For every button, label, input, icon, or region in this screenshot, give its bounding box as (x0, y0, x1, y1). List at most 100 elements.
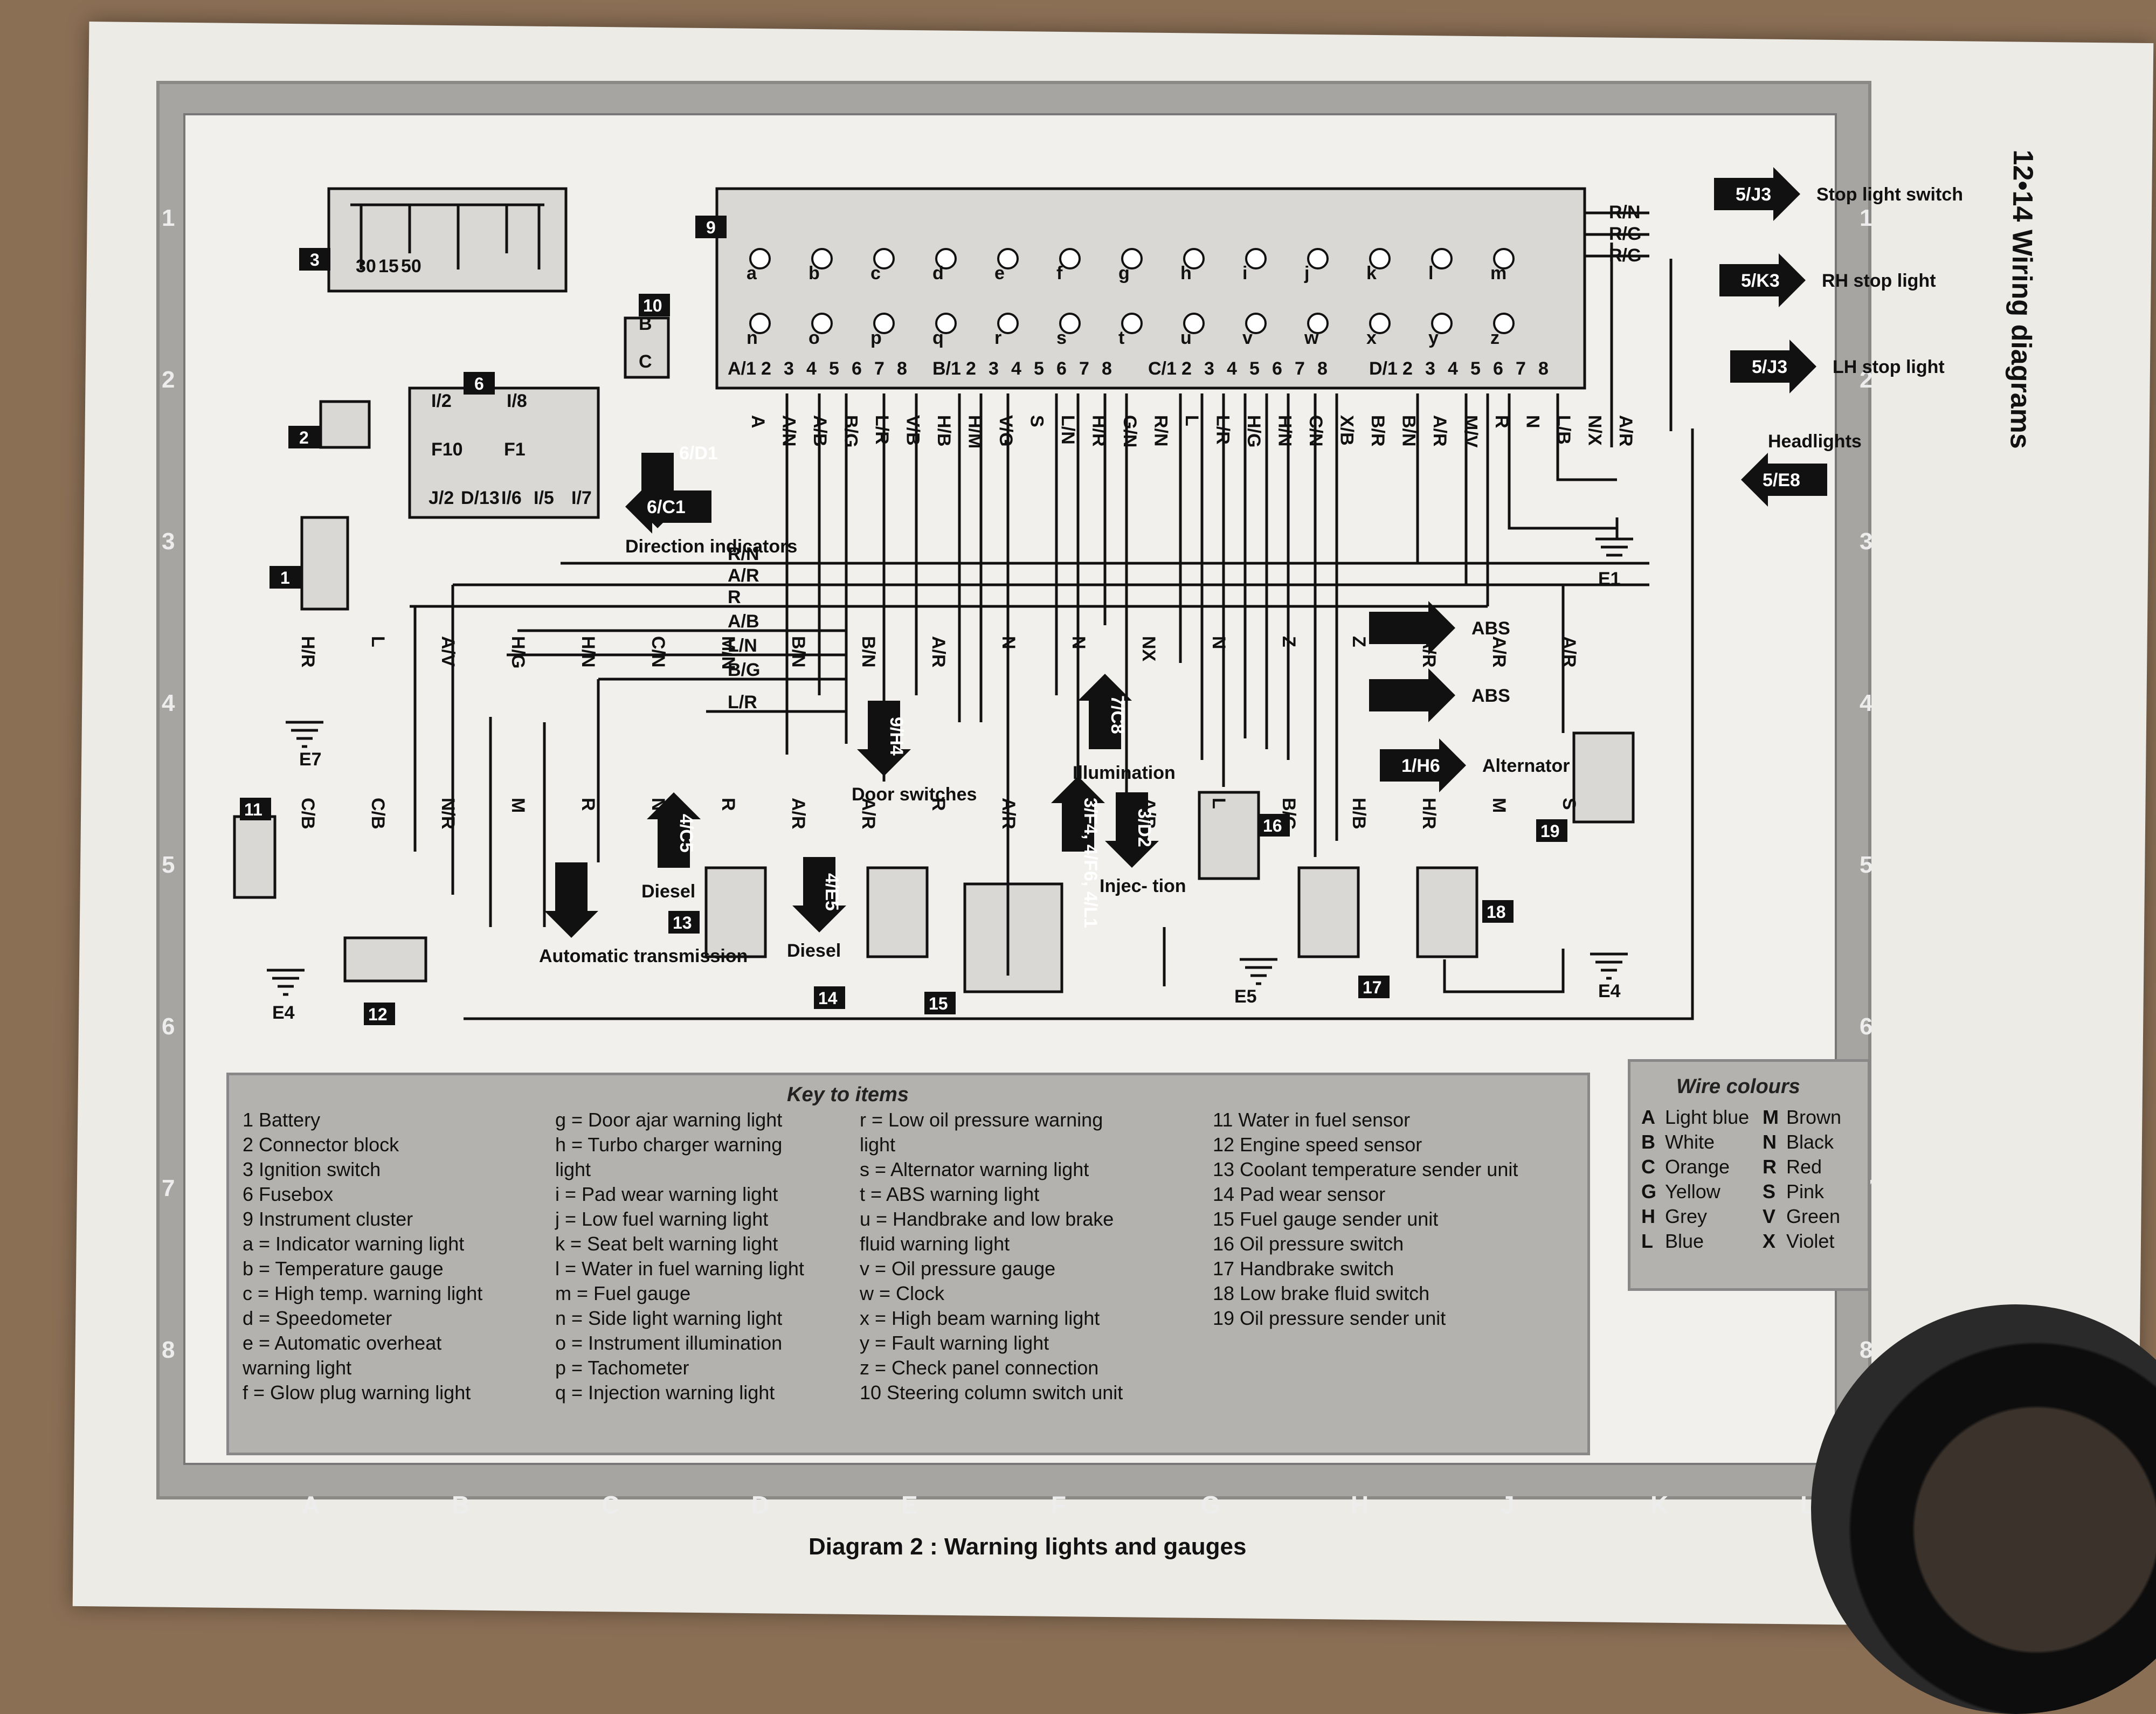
key-entry: d = Speedometer (243, 1307, 392, 1329)
item-number: 13 (673, 913, 692, 932)
instrument-cluster-body (715, 187, 1586, 390)
cluster-element-letter: p (870, 328, 882, 348)
item-number: 2 (299, 428, 309, 447)
cluster-pin-wire-label: L/R (1213, 415, 1233, 445)
cluster-element-letter: f (1056, 263, 1063, 284)
cluster-pin-wire-label: A/R (1615, 415, 1636, 447)
callout-text: Diesel (641, 881, 695, 902)
cluster-pin-number: 5 (829, 358, 839, 379)
cluster-pin-number: 4 (1011, 358, 1021, 379)
column-wire-label: N/R (438, 798, 458, 830)
grid-row-label: 8 (1860, 1337, 1873, 1363)
key-entry: r = Low oil pressure warning (860, 1109, 1103, 1131)
cluster-element: c (870, 248, 895, 284)
cluster-element-letter: s (1056, 328, 1067, 348)
cluster-element-letter: x (1366, 328, 1377, 348)
wire-colour-name: Grey (1665, 1205, 1708, 1227)
key-entry: light (555, 1158, 591, 1180)
item-number-badge: 3 (299, 248, 330, 271)
wire-colour-name: Orange (1665, 1156, 1730, 1178)
cluster-pin-number: 4 (1448, 358, 1458, 379)
wire-colour-name: White (1665, 1131, 1715, 1153)
harness-wire-label: L/R (728, 692, 757, 713)
item-number: 19 (1540, 821, 1560, 841)
cluster-pin-wire-label: G/N (1120, 415, 1140, 447)
key-entry: b = Temperature gauge (243, 1257, 444, 1280)
harness-wire-label: B/G (728, 660, 760, 680)
item-number-badge: 11 (240, 798, 271, 820)
callout-text: Diesel (787, 941, 841, 961)
wire-colour-name: Red (1786, 1156, 1822, 1178)
grid-row-label: 7 (162, 1175, 175, 1201)
brake-fluid-switch-body (1416, 866, 1478, 958)
cluster-element: q (932, 313, 957, 348)
grid-column-label: F (1051, 1491, 1067, 1519)
item-number: 12 (368, 1005, 388, 1024)
key-entry: 9 Instrument cluster (243, 1208, 413, 1230)
column-wire-label: A/R (998, 798, 1019, 830)
callout-ref: 6/C1 (647, 497, 686, 517)
key-entry: y = Fault warning light (860, 1332, 1049, 1354)
column-wire-label: M/N (718, 636, 738, 669)
key-entry: i = Pad wear warning light (555, 1183, 778, 1205)
item-number-badge: 16 (1259, 814, 1290, 837)
cluster-element: s (1056, 313, 1081, 348)
cluster-pin-wire-label: B/N (1399, 415, 1419, 447)
key-entry: 12 Engine speed sensor (1213, 1134, 1422, 1156)
item-number-badge: 6 (464, 372, 495, 395)
wire-colour-name: Green (1786, 1205, 1841, 1227)
cluster-pin-wire-label: L (1181, 415, 1202, 426)
fuel-sender-body (963, 882, 1063, 993)
cluster-pin-number: 4 (1227, 358, 1237, 379)
cluster-pin-wire-label: N/X (1585, 415, 1605, 446)
cluster-pin-wire-label: V/B (903, 415, 923, 446)
item-number-badge: 19 (1536, 819, 1567, 842)
key-entry: w = Clock (860, 1282, 945, 1304)
key-entry: 10 Steering column switch unit (860, 1381, 1123, 1404)
coolant-sender-body (704, 866, 767, 958)
cluster-pin-number: 8 (1102, 358, 1112, 379)
harness-wire-label: L/N (728, 635, 757, 656)
cluster-pin-number: 6 (1056, 358, 1067, 379)
cluster-pin-number: C/1 (1148, 358, 1177, 379)
grid-column-label: J (1501, 1491, 1515, 1519)
speed-sensor-body (343, 936, 427, 983)
cluster-pin-number: 5 (1249, 358, 1260, 379)
item-number-badge: 17 (1358, 976, 1390, 998)
column-wire-label: C/N (648, 636, 668, 668)
key-entry: 15 Fuel gauge sender unit (1213, 1208, 1439, 1230)
cluster-pin-number: 8 (1317, 358, 1328, 379)
column-wire-label: H/R (298, 636, 318, 668)
cluster-element-letter: q (932, 328, 944, 348)
column-wire-label: A/R (1559, 636, 1579, 668)
callout-text: Injec- tion (1100, 876, 1186, 896)
key-entry: 3 Ignition switch (243, 1158, 381, 1180)
fusebox-pin-label: J/2 (429, 488, 454, 508)
cluster-pin-wire-label: H/M (965, 415, 985, 448)
key-entry: 1 Battery (243, 1109, 321, 1131)
cluster-pin-number: 3 (1425, 358, 1435, 379)
key-entry: u = Handbrake and low brake (860, 1208, 1114, 1230)
earth-label: E4 (272, 1003, 295, 1023)
callout-text: Alternator (1482, 756, 1570, 776)
key-entry: e = Automatic overheat (243, 1332, 442, 1354)
cluster-element: b (808, 248, 833, 284)
column-wire-label: A/R (1489, 636, 1509, 668)
grid-row-label: 5 (162, 852, 175, 878)
cluster-element: g (1118, 248, 1143, 284)
item-number-badge: 1 (270, 566, 301, 589)
grid-row-label: 5 (1860, 852, 1873, 878)
cluster-element: p (870, 313, 895, 348)
callout-ref: 4/E5 (821, 873, 842, 911)
cluster-pin-wire-label: A/B (810, 415, 830, 447)
cluster-pin-wire-label: H/R (1089, 415, 1109, 447)
oil-switch-body (1198, 791, 1260, 880)
cluster-element: r (994, 313, 1019, 348)
